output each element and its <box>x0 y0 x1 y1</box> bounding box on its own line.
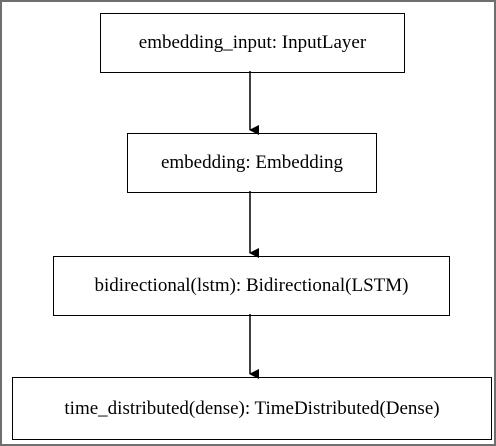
node-label: embedding: Embedding <box>160 152 344 173</box>
node-label: bidirectional(lstm): Bidirectional(LSTM) <box>94 275 409 296</box>
node-label: embedding_input: InputLayer <box>138 32 367 53</box>
node-label: time_distributed(dense): TimeDistributed… <box>64 397 440 419</box>
node-embedding: embedding: Embedding <box>127 133 377 193</box>
node-time-distributed: time_distributed(dense): TimeDistributed… <box>12 377 492 440</box>
node-bidirectional: bidirectional(lstm): Bidirectional(LSTM) <box>53 256 450 316</box>
node-embedding-input: embedding_input: InputLayer <box>100 13 405 73</box>
